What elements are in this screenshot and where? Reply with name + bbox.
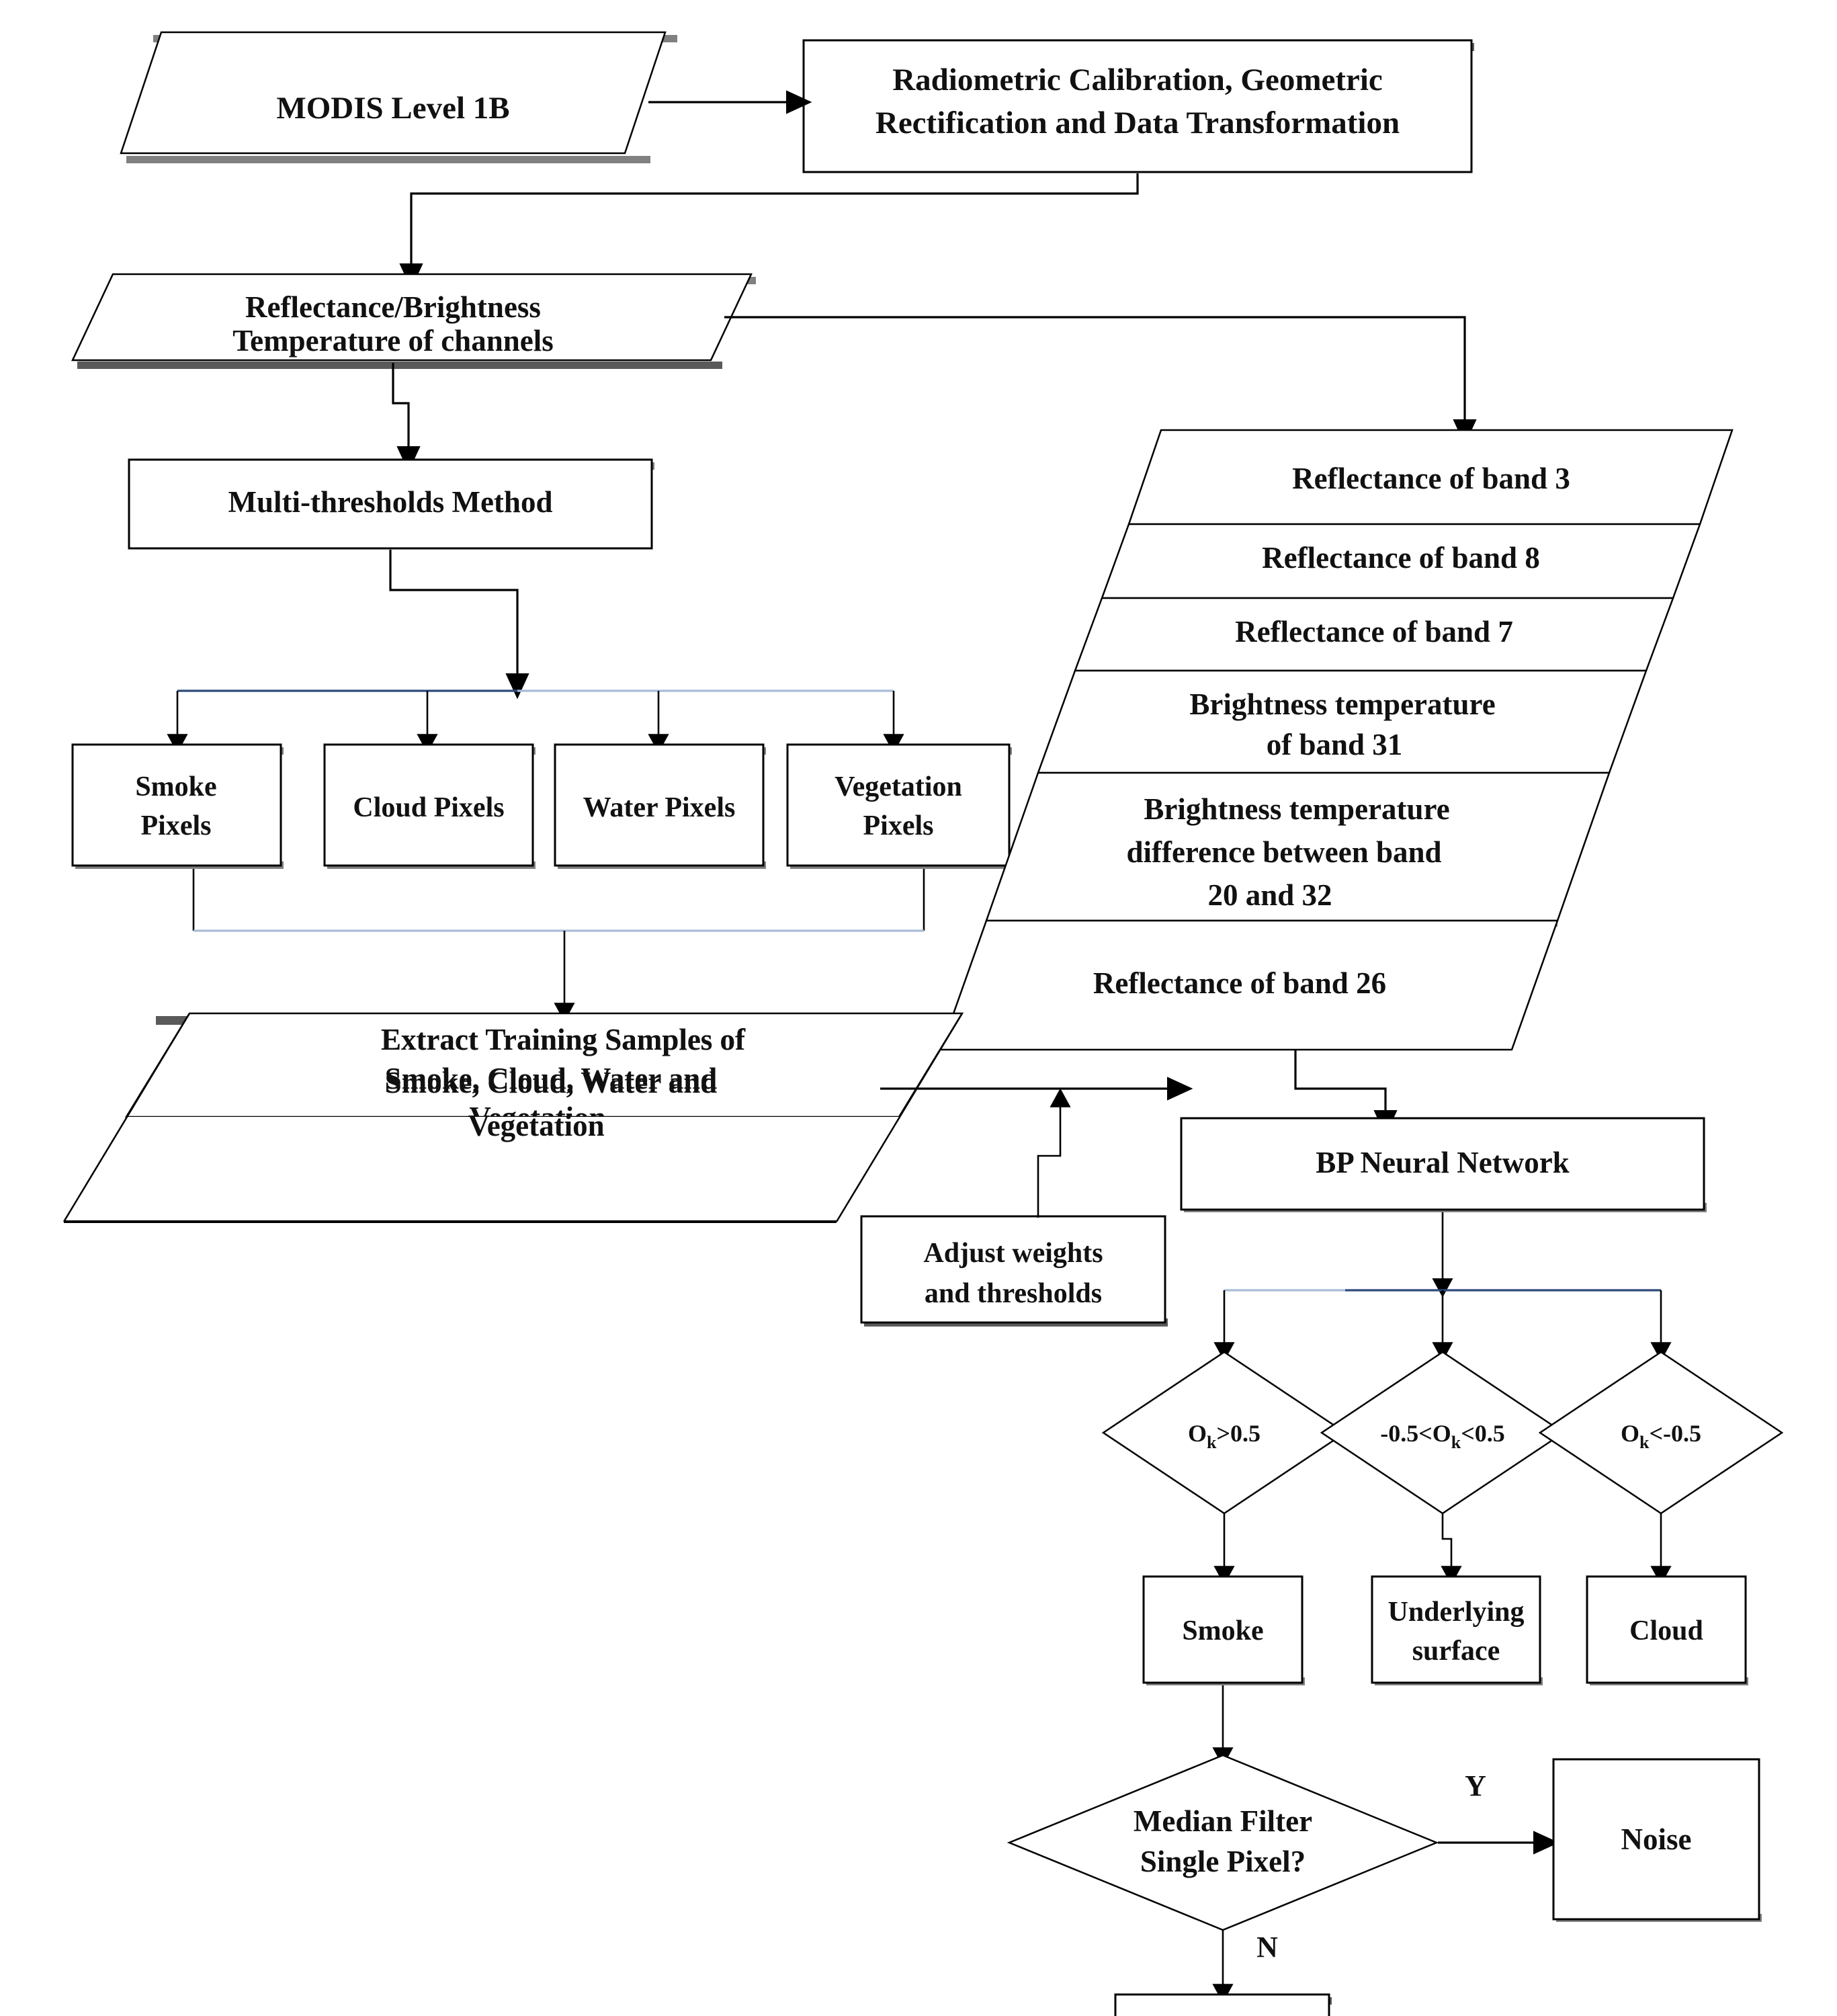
median-filter-line1: Median Filter: [1134, 1804, 1312, 1838]
bus-pixel-split: [167, 689, 904, 753]
edge-reflectance-to-band-stack: [724, 316, 1477, 446]
decision-ok-greater-label: Ok>0.5: [1188, 1420, 1261, 1452]
node-multi-thresholds-method[interactable]: Multi-thresholds Method: [128, 458, 654, 550]
adjust-line2: and thresholds: [925, 1278, 1102, 1309]
decision-ok-middle[interactable]: -0.5<Ok<0.5: [1320, 1351, 1566, 1515]
bt-difference-line1: Brightness temperature: [1144, 792, 1449, 826]
smoke-pixels-line2: Pixels: [141, 810, 212, 841]
edge-bandstack-to-bp: [1294, 1050, 1398, 1136]
vegetation-pixels-line1: Vegetation: [835, 771, 962, 802]
multi-thresholds-label: Multi-thresholds Method: [228, 485, 553, 519]
bt-band-31-line1: Brightness temperature: [1189, 687, 1495, 721]
bt-difference-line2: difference between band: [1126, 835, 1441, 869]
water-pixels-label: Water Pixels: [583, 792, 736, 823]
node-bt-difference[interactable]: Brightness temperature difference betwee…: [985, 771, 1611, 923]
node-band-7[interactable]: Reflectance of band 7: [1074, 597, 1674, 673]
edge-label-yes: Y: [1465, 1769, 1486, 1802]
node-band-26[interactable]: Reflectance of band 26: [939, 919, 1559, 1051]
node-noise[interactable]: Noise: [1552, 1758, 1762, 1922]
cloud-pixels-label: Cloud Pixels: [353, 792, 504, 823]
node-water-pixels[interactable]: Water Pixels: [554, 743, 766, 869]
edge-label-no: N: [1256, 1931, 1278, 1964]
vegetation-pixels-line2: Pixels: [863, 810, 934, 841]
underlying-line2: surface: [1412, 1636, 1500, 1667]
noise-label: Noise: [1621, 1822, 1692, 1856]
band-8-label: Reflectance of band 8: [1262, 541, 1540, 575]
edge-adjust-to-bp: [1037, 1088, 1071, 1218]
band-7-label: Reflectance of band 7: [1235, 615, 1513, 648]
adjust-line1: Adjust weights: [923, 1238, 1103, 1269]
decision-ok-less[interactable]: Ok<-0.5: [1538, 1351, 1784, 1515]
node-modis-level-1b[interactable]: MODIS Level 1B: [120, 31, 677, 163]
group-band-stack: Reflectance of band 3 Reflectance of ban…: [939, 429, 1734, 1051]
node-vegetation-pixels[interactable]: Vegetation Pixels: [786, 743, 1012, 869]
edge-multithresholds-to-bus: [389, 550, 529, 700]
decision-ok-less-label: Ok<-0.5: [1621, 1420, 1701, 1452]
radiometric-line1: Radiometric Calibration, Geometric: [892, 62, 1383, 97]
node-bp-neural-network[interactable]: BP Neural Network: [1180, 1117, 1707, 1212]
underlying-line1: Underlying: [1387, 1597, 1524, 1628]
reflectance-brightness-line1: Reflectance/Brightness: [245, 290, 541, 324]
bp-neural-network-label: BP Neural Network: [1316, 1146, 1569, 1179]
extract-line1-dup: Extract Training Samples of: [381, 1023, 746, 1056]
node-adjust-weights[interactable]: Adjust weights and thresholds: [860, 1215, 1168, 1327]
band-26-label: Reflectance of band 26: [1093, 966, 1386, 1000]
smoke-result-label: Smoke: [1182, 1615, 1263, 1646]
node-radiometric-calibration[interactable]: Radiometric Calibration, Geometric Recti…: [802, 39, 1474, 173]
node-cloud-pixels[interactable]: Cloud Pixels: [323, 743, 536, 869]
reflectance-brightness-line2: Temperature of channels: [232, 324, 554, 358]
radiometric-line2: Rectification and Data Transformation: [875, 106, 1400, 140]
bus-decision-split: [1213, 1289, 1672, 1361]
node-reflectance-brightness[interactable]: Reflectance/Brightness Temperature of ch…: [71, 273, 756, 369]
bt-band-31-line2: of band 31: [1267, 728, 1403, 761]
node-bt-band-31[interactable]: Brightness temperature of band 31: [1037, 669, 1648, 775]
node-cloud-result[interactable]: Cloud: [1586, 1575, 1748, 1685]
edge-ok-middle-to-underlying: [1441, 1513, 1462, 1585]
node-underlying-surface[interactable]: Underlying surface: [1371, 1575, 1543, 1685]
edge-reflectance-to-multithresholds: [392, 363, 421, 472]
bt-difference-line3: 20 and 32: [1207, 878, 1332, 912]
node-band-8[interactable]: Reflectance of band 8: [1101, 523, 1701, 600]
decision-median-filter[interactable]: Median Filter Single Pixel?: [1007, 1754, 1439, 1931]
decision-ok-greater[interactable]: Ok>0.5: [1101, 1351, 1347, 1515]
node-extract-training-samples[interactable]: Extract Training Samples of Smoke, Cloud…: [62, 1012, 964, 1223]
decision-ok-middle-label: -0.5<Ok<0.5: [1380, 1420, 1505, 1452]
node-smoke-pixels[interactable]: Smoke Pixels: [71, 743, 284, 869]
edge-radiometric-to-reflectance: [399, 173, 1139, 290]
node-band-3[interactable]: Reflectance of band 3: [1127, 429, 1734, 526]
extract-line1: Extract Training Samples of: [381, 1023, 746, 1056]
band-3-label: Reflectance of band 3: [1292, 462, 1570, 495]
cloud-result-label: Cloud: [1629, 1615, 1703, 1646]
node-smoke-result[interactable]: Smoke: [1142, 1575, 1305, 1685]
extract-line2-dup: Smoke, Cloud, Water and: [385, 1066, 718, 1099]
bus-pixel-merge: [192, 869, 925, 1022]
node-smoke-final[interactable]: Smoke: [1114, 1993, 1332, 2016]
modis-level-1b-label: MODIS Level 1B: [276, 91, 509, 126]
median-filter-line2: Single Pixel?: [1140, 1845, 1306, 1878]
extract-line3-dup: Vegetation: [468, 1109, 604, 1142]
extract-line2: Smoke, Cloud, Water and: [385, 1062, 718, 1095]
smoke-pixels-line1: Smoke: [135, 771, 216, 802]
